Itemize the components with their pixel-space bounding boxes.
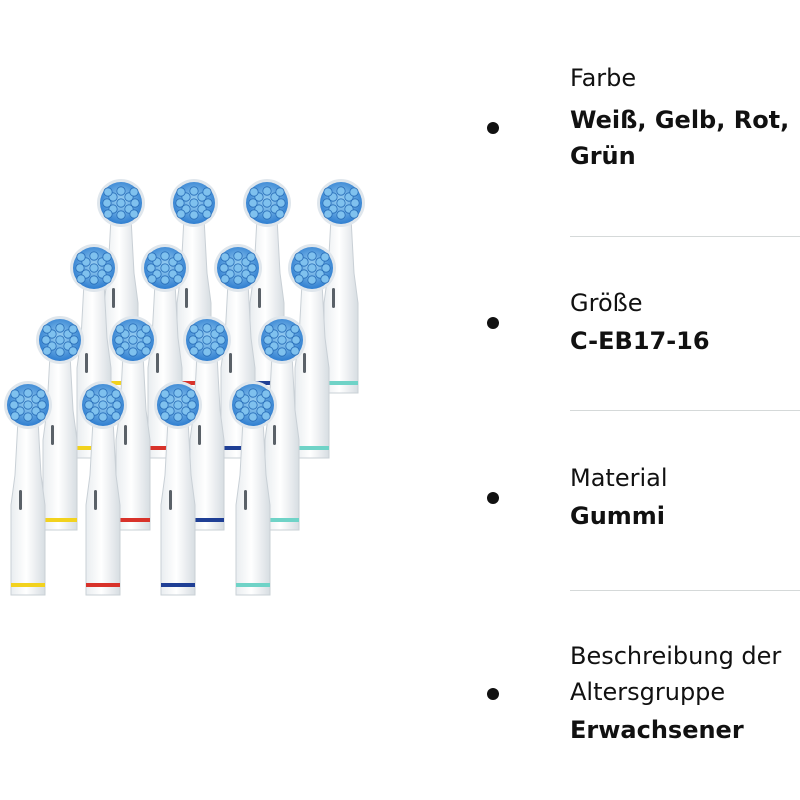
bullet-icon: [487, 122, 499, 134]
attribute-value: Grün: [570, 142, 636, 170]
attribute-value: Weiß, Gelb, Rot,: [570, 106, 790, 134]
attribute-value: Erwachsener: [570, 716, 744, 744]
divider: [570, 590, 800, 591]
divider: [570, 236, 800, 237]
brush-head: [154, 381, 202, 596]
brush-head: [79, 381, 127, 596]
divider: [570, 410, 800, 411]
attribute-value: C-EB17-16: [570, 327, 710, 355]
attribute-label: Farbe: [570, 64, 637, 92]
bullet-icon: [487, 688, 499, 700]
attribute-label: Größe: [570, 289, 643, 317]
bullet-icon: [487, 317, 499, 329]
attribute-label: Material: [570, 464, 668, 492]
attribute-value: Gummi: [570, 502, 666, 530]
brush-head: [36, 316, 84, 531]
attribute-label: Beschreibung der: [570, 642, 782, 670]
attribute-label: Altersgruppe: [570, 678, 726, 706]
brush-head: [214, 244, 262, 459]
brush-head: [288, 244, 336, 459]
product-image: [4, 179, 365, 596]
bullet-icon: [487, 492, 499, 504]
brush-head: [4, 381, 52, 596]
brush-head: [229, 381, 277, 596]
